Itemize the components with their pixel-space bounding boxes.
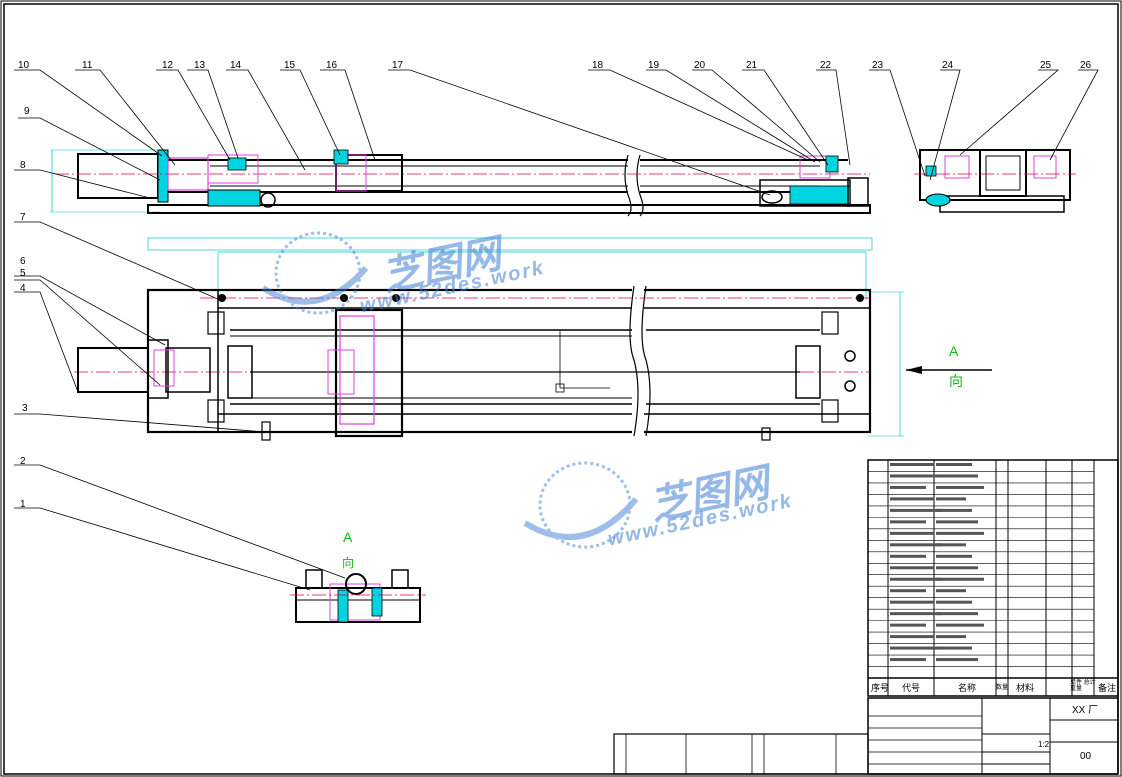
balloon-10: 10 (18, 60, 30, 71)
parts-list-text-mark (890, 646, 942, 650)
balloon-26: 26 (1080, 60, 1092, 71)
parts-list-text-mark (890, 589, 926, 593)
parts-list-text-mark (890, 658, 926, 662)
balloon-8: 8 (20, 160, 26, 171)
balloon-17: 17 (392, 60, 404, 71)
parts-list-text-mark (936, 474, 978, 478)
balloon-6: 6 (20, 256, 26, 267)
balloon-12: 12 (162, 60, 174, 71)
section-a-letter: A (343, 529, 353, 545)
parts-list-text-mark (936, 566, 978, 570)
parts-list-text-mark (936, 485, 984, 489)
balloon-14: 14 (230, 60, 242, 71)
parts-list-text-mark (890, 474, 942, 478)
balloon-5: 5 (20, 268, 26, 279)
inner-border (3, 3, 1119, 775)
balloon-9: 9 (24, 106, 30, 117)
balloon-19: 19 (648, 60, 660, 71)
parts-list-text-mark (936, 589, 966, 593)
parts-list-text-mark (890, 497, 934, 501)
tb-header-qty: 数量 (996, 685, 1009, 691)
balloon-23: 23 (872, 60, 884, 71)
parts-list-text-mark (936, 612, 978, 616)
parts-list-text-mark (890, 520, 926, 524)
tb-sheet-no: 00 (1080, 751, 1092, 762)
section-a-word: 向 (342, 556, 355, 570)
parts-list-text-mark (936, 508, 972, 512)
view-a-arrow-word: 向 (949, 373, 963, 389)
tb-company: XX 厂 (1072, 705, 1099, 716)
parts-list-text-mark (890, 612, 942, 616)
leader-lines (14, 69, 1099, 591)
view-a-arrow-letter: A (949, 343, 959, 359)
balloon-18: 18 (592, 60, 604, 71)
balloon-16: 16 (326, 60, 338, 71)
parts-list-text-mark (890, 566, 934, 570)
parts-list-text-mark (890, 554, 926, 558)
balloon-4: 4 (20, 283, 26, 294)
parts-list-text-mark (890, 485, 926, 489)
parts-list-text-mark (890, 531, 934, 535)
title-block (613, 459, 1119, 775)
parts-list-text-mark (890, 635, 934, 639)
balloon-24: 24 (942, 60, 954, 71)
parts-list-text-mark (890, 508, 942, 512)
parts-list-text-mark (890, 543, 942, 547)
tb-header-material: 材料 (1016, 683, 1035, 693)
plan-view (74, 237, 992, 441)
title-block-rows (868, 463, 1094, 667)
tb-header-seq: 序号 (871, 683, 890, 693)
parts-list-text-mark (890, 623, 926, 627)
balloon-1: 1 (20, 499, 26, 510)
parts-list-text-mark (936, 531, 984, 535)
parts-list-text-mark (936, 658, 978, 662)
parts-list-text-mark (936, 646, 972, 650)
tb-scale: 1:2 (1038, 740, 1050, 749)
parts-list-text-mark (936, 463, 972, 466)
balloon-22: 22 (820, 60, 832, 71)
parts-list-text-mark (936, 554, 972, 558)
balloon-3: 3 (22, 403, 28, 414)
parts-list-text-mark (936, 577, 984, 581)
tb-header-remark: 备注 (1098, 683, 1117, 693)
tb-header-weight: 单件 总计 重量 (1070, 680, 1096, 692)
parts-list-text-mark (890, 577, 942, 581)
balloon-7: 7 (20, 212, 26, 223)
parts-list-text-mark (936, 520, 978, 524)
balloon-13: 13 (194, 60, 206, 71)
section-view-a (290, 569, 426, 623)
parts-list-text-mark (936, 623, 984, 627)
balloon-20: 20 (694, 60, 706, 71)
parts-list-text-mark (936, 543, 966, 547)
tb-header-name: 名称 (958, 683, 977, 693)
balloon-21: 21 (746, 60, 758, 71)
balloon-15: 15 (284, 60, 296, 71)
parts-list-text-mark (936, 635, 966, 639)
parts-list-text-mark (890, 463, 934, 466)
balloon-2: 2 (20, 456, 26, 467)
balloon-11: 11 (82, 60, 93, 71)
parts-list-text-mark (936, 497, 966, 501)
tb-header-code: 代号 (902, 683, 921, 693)
balloon-25: 25 (1040, 60, 1052, 71)
parts-list-text-mark (936, 600, 972, 604)
side-elevation-view (50, 149, 1076, 217)
parts-list-text-mark (890, 600, 934, 604)
